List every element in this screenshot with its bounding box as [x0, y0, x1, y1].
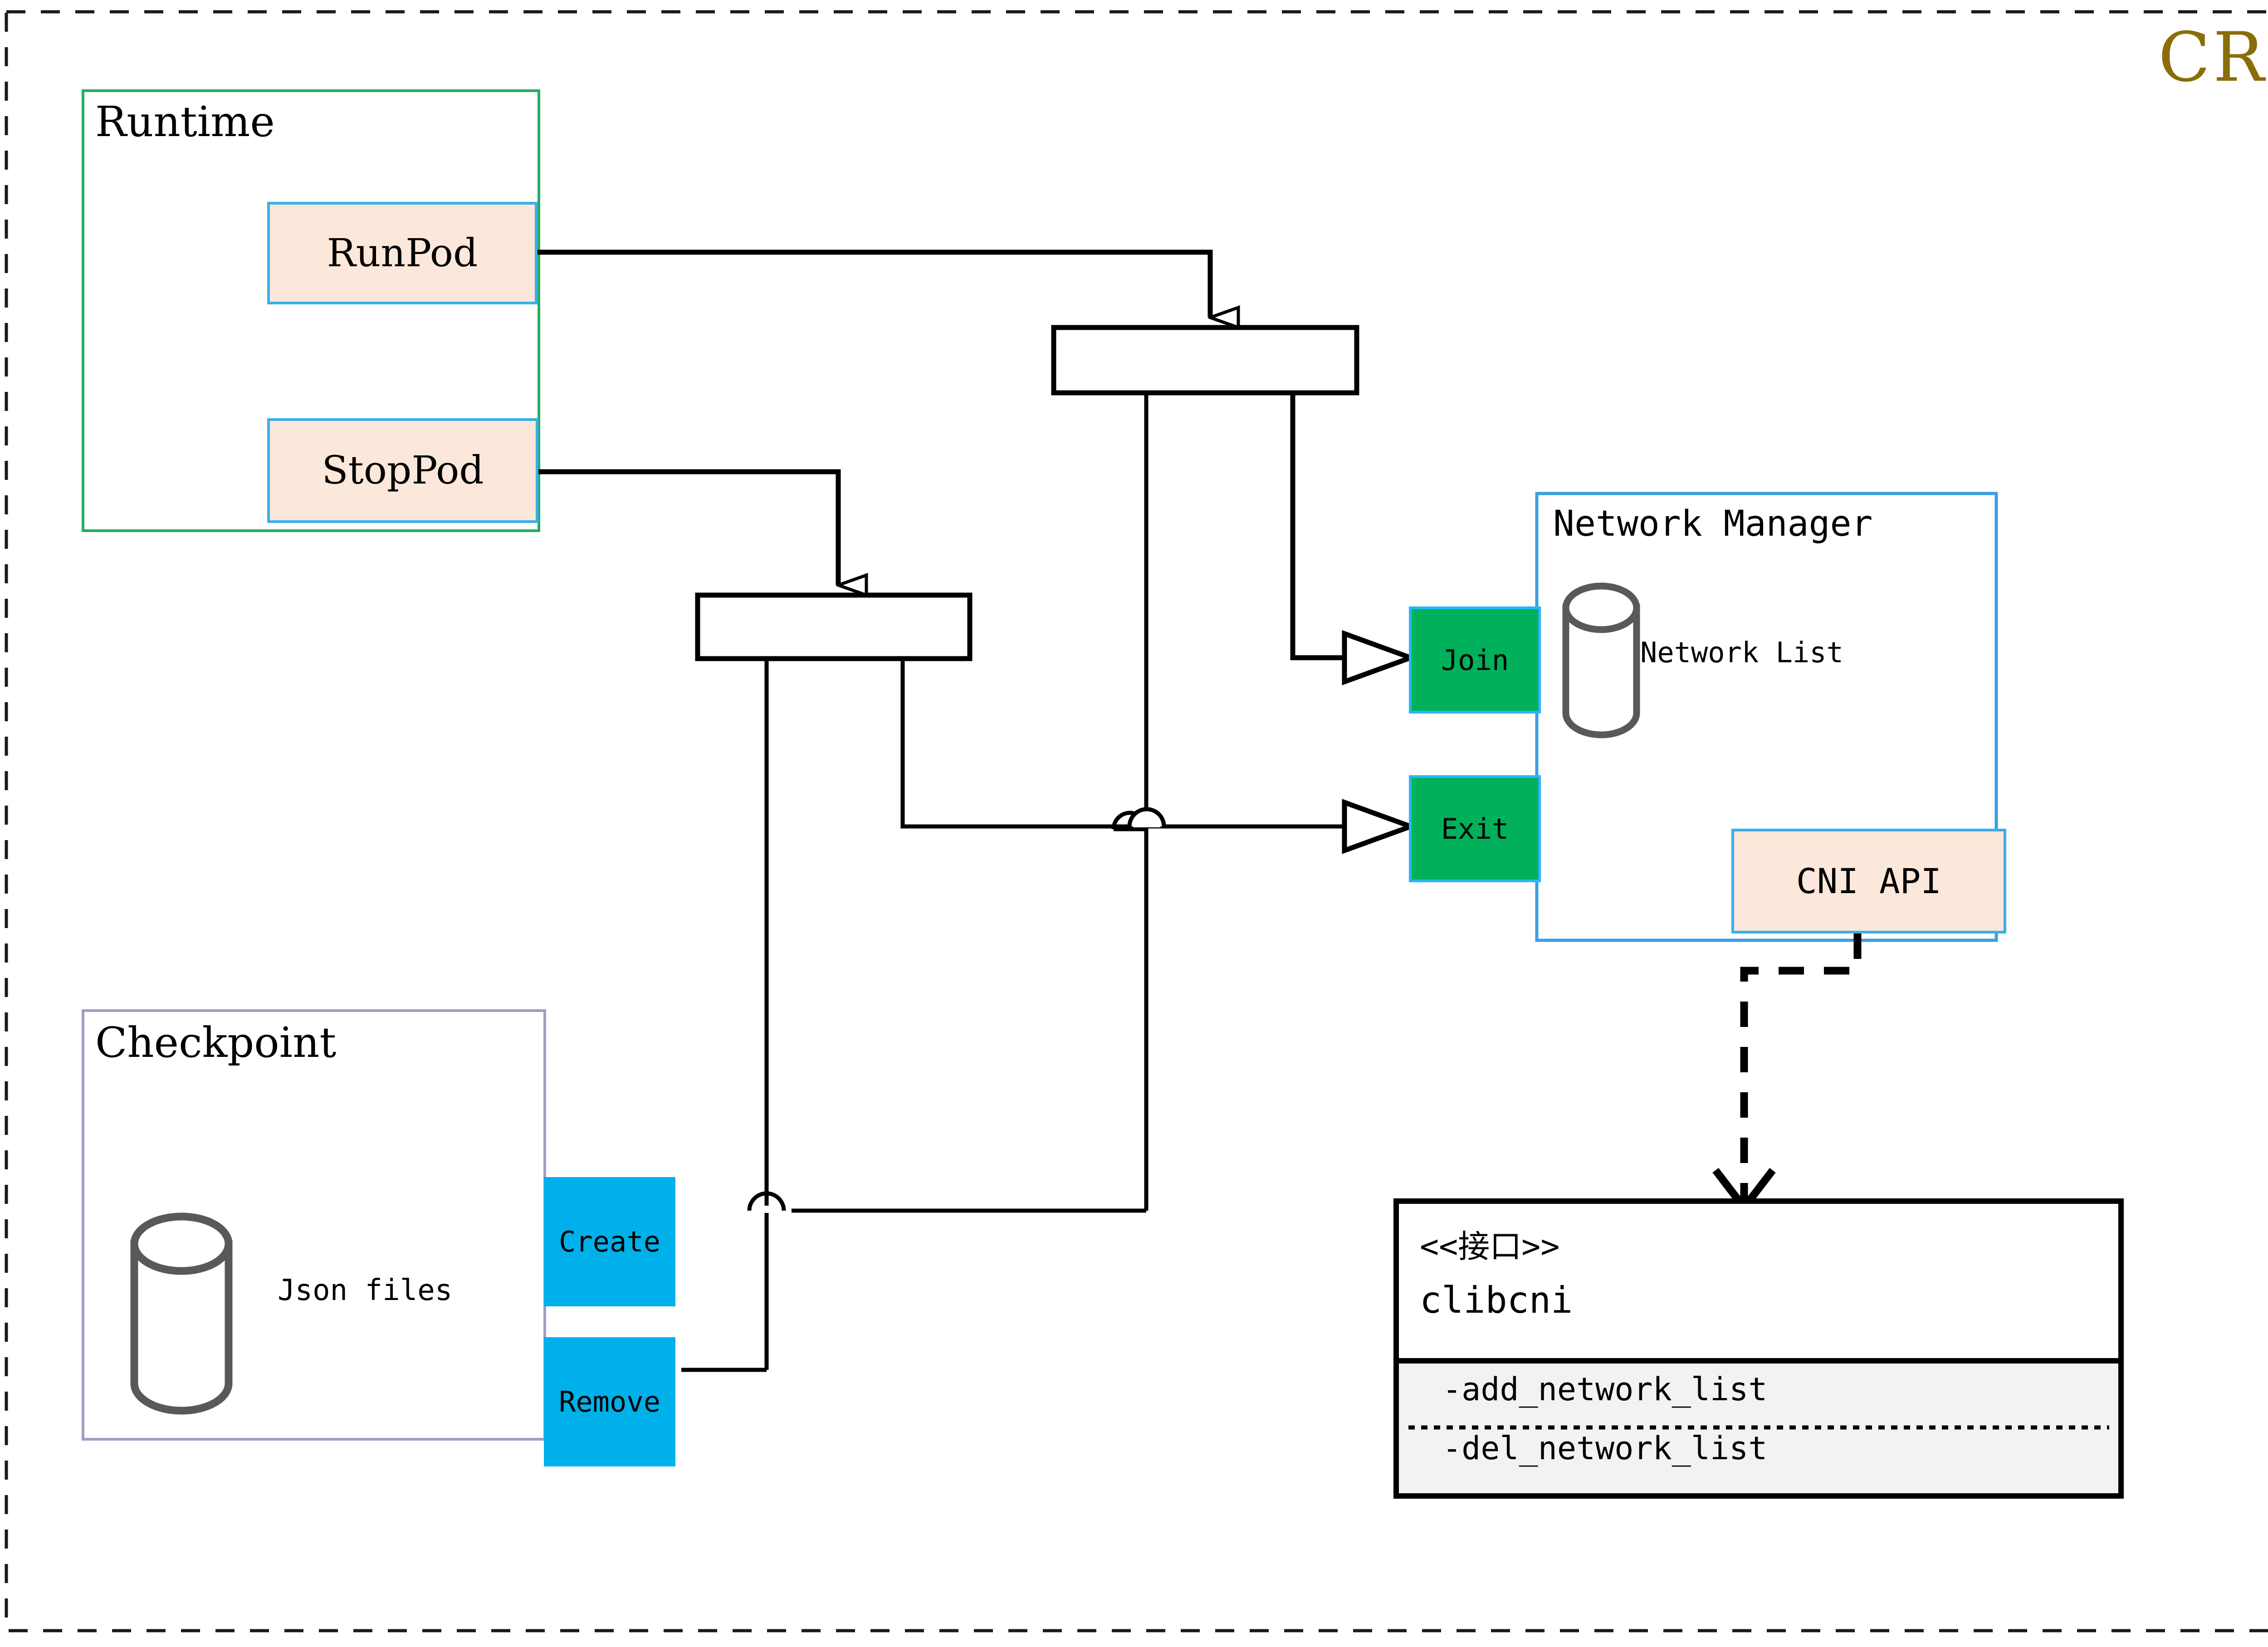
- page-title: CRI: [2158, 18, 2268, 97]
- checkpoint-cylinder: [130, 1212, 233, 1415]
- edge-lower-fork-right-leg-to-exit: [900, 659, 1442, 829]
- remove-box: [544, 1337, 675, 1466]
- create-label[interactable]: Create: [559, 1225, 660, 1258]
- runpod-label[interactable]: RunPod: [327, 230, 478, 276]
- edge-stoppod-to-lower-fork: [538, 469, 838, 585]
- clibcni-stereotype: <<接口>>: [1420, 1228, 1560, 1265]
- exit-port-label[interactable]: Exit: [1441, 812, 1509, 845]
- json-files-label: Json files: [278, 1274, 453, 1307]
- stoppod-label[interactable]: StopPod: [322, 448, 484, 493]
- network-manager-group-label: Network Manager: [1553, 503, 1873, 544]
- network-list-cylinder: [1562, 582, 1640, 738]
- clibcni-name: clibcni: [1420, 1279, 1573, 1321]
- create-box: [544, 1177, 675, 1306]
- arrowhead-exit: [1342, 799, 1418, 854]
- clibcni-method-del: -del_network_list: [1442, 1430, 1768, 1467]
- clibcni-method-add: -add_network_list: [1442, 1371, 1768, 1408]
- cni-api-label[interactable]: CNI API: [1796, 861, 1942, 901]
- lower-fork-bar: [695, 592, 973, 661]
- runtime-group-label: Runtime: [95, 98, 275, 146]
- cni-api-box: [1731, 829, 2006, 933]
- runpod-box: [267, 202, 538, 304]
- stoppod-box: [267, 418, 538, 523]
- edge-upper-fork-left-leg: [1111, 393, 1149, 831]
- join-port-box: [1409, 606, 1541, 714]
- arrowhead-join: [1342, 630, 1418, 685]
- join-port-label[interactable]: Join: [1441, 643, 1509, 677]
- exit-port-box: [1409, 775, 1541, 882]
- edge-runpod-to-upper-fork: [534, 249, 1210, 318]
- edge-cniapi-to-clibcni-dashed: [1740, 933, 1862, 1202]
- line-hop-create-crossing: [747, 1191, 786, 1211]
- upper-fork-bar: [1051, 325, 1359, 396]
- network-list-label: Network List: [1640, 636, 1843, 669]
- remove-label[interactable]: Remove: [559, 1385, 660, 1418]
- outer-dashed-frame: [5, 10, 2268, 1632]
- checkpoint-group-label: Checkpoint: [95, 1018, 337, 1067]
